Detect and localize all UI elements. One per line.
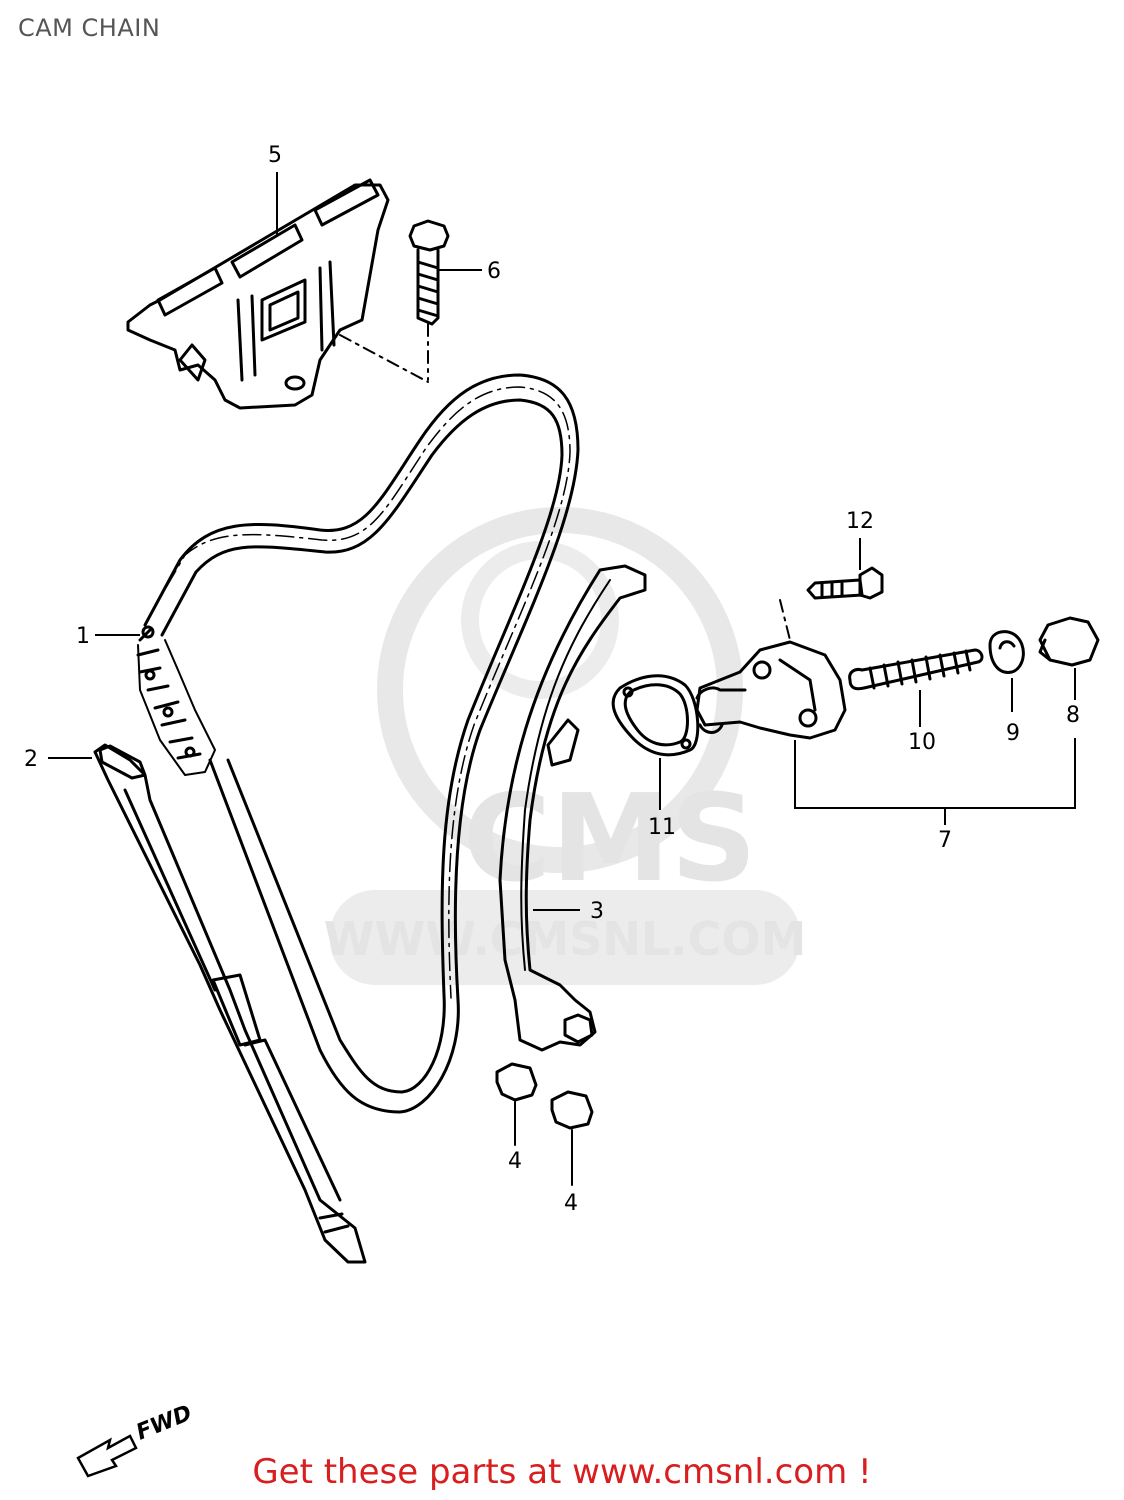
callout-numbers: 1 2 3 4 4 5 6 7 8 9 10 11 12 <box>24 143 1080 1216</box>
callout-6: 6 <box>487 259 501 284</box>
callout-11: 11 <box>648 815 676 840</box>
fwd-label: FWD <box>133 1401 196 1446</box>
callout-4a: 4 <box>508 1149 522 1174</box>
cushion-block-a <box>495 1062 538 1146</box>
cushion-block-b <box>550 1090 594 1186</box>
footer-link[interactable]: Get these parts at www.cmsnl.com ! <box>252 1452 872 1492</box>
callout-3: 3 <box>590 899 604 924</box>
cam-chain <box>136 373 580 1114</box>
callout-10: 10 <box>908 730 936 755</box>
tensioner-assembly <box>611 566 1100 757</box>
watermark-logo: WWW.CMSNL.COM CMS <box>324 507 807 985</box>
bolt-6 <box>339 219 450 383</box>
watermark-logo-text: CMS <box>463 770 757 909</box>
callout-9: 9 <box>1006 721 1020 746</box>
callout-4b: 4 <box>564 1191 578 1216</box>
tensioner-guide <box>498 564 647 1052</box>
watermark-url: WWW.CMSNL.COM <box>324 912 807 966</box>
callout-5: 5 <box>268 143 282 168</box>
leader-lines <box>48 172 1076 911</box>
callout-7: 7 <box>938 828 952 853</box>
gasket-11 <box>611 674 700 757</box>
chain-guide-top <box>126 178 390 410</box>
callout-12: 12 <box>846 509 874 534</box>
callout-8: 8 <box>1066 703 1080 728</box>
footer-cta: Get these parts at www.cmsnl.com ! <box>0 1452 1124 1492</box>
chain-guide-front <box>93 743 367 1264</box>
callout-1: 1 <box>76 624 90 649</box>
callout-2: 2 <box>24 747 38 772</box>
page-title: CAM CHAIN <box>18 14 161 42</box>
